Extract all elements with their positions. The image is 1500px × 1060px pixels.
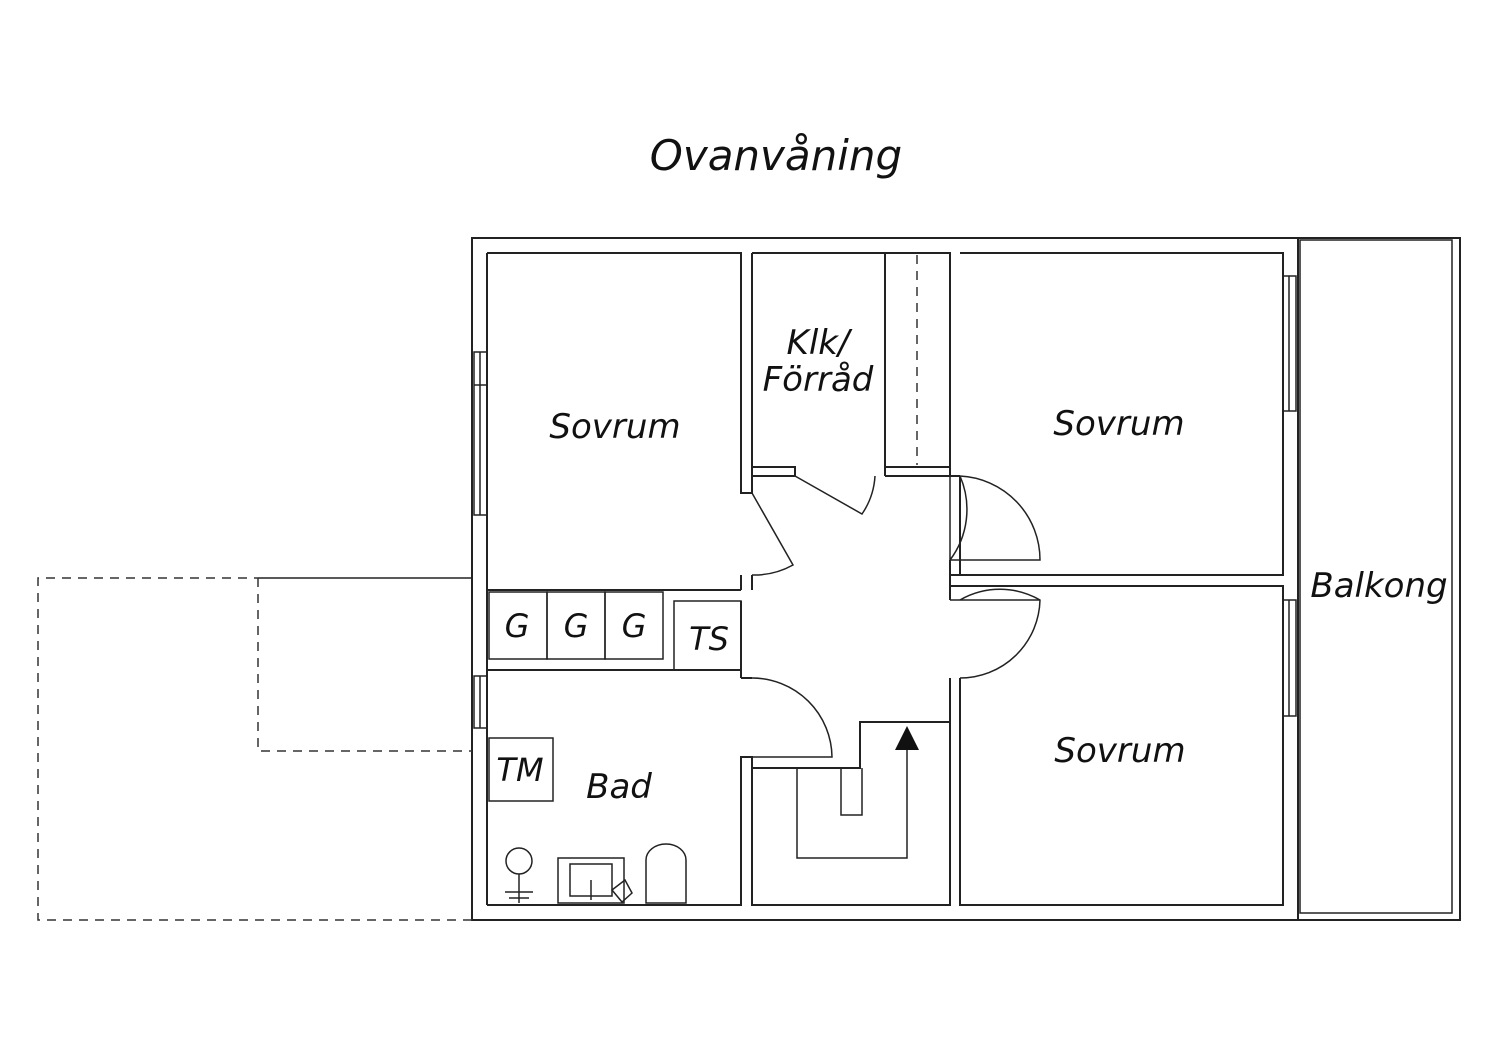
sink-icon <box>557 857 633 904</box>
room-label-bad: Bad <box>586 767 652 807</box>
room-label-forrad: Förråd <box>763 360 874 400</box>
room-label-sovrum-3: Sovrum <box>1054 731 1185 771</box>
stair-arrow-icon <box>895 726 919 750</box>
room-label-sovrum-1: Sovrum <box>549 407 680 447</box>
closet-label-ts: TS <box>689 620 729 658</box>
lower-level-outline <box>37 577 472 921</box>
closet-label-g3: G <box>622 607 647 645</box>
right-bedroom-walls <box>949 252 1284 906</box>
closet-label-g1: G <box>505 607 530 645</box>
balcony-outline <box>1297 237 1461 921</box>
room-label-klk: Klk/ <box>787 323 853 363</box>
closets <box>487 591 742 678</box>
toilet-icon <box>645 843 687 904</box>
stairwell <box>751 721 951 906</box>
door-swings <box>751 475 1041 758</box>
sovrum-1-walls <box>486 252 753 905</box>
window-left-top <box>473 351 488 516</box>
washing-machine <box>488 737 554 802</box>
room-label-sovrum-2: Sovrum <box>1053 404 1184 444</box>
closet-label-g2: G <box>564 607 589 645</box>
room-label-balkong: Balkong <box>1310 566 1447 606</box>
plan-title: Ovanvåning <box>650 131 902 180</box>
bathroom-fixtures <box>488 737 687 904</box>
window-right-bottom <box>1282 599 1297 717</box>
fixture-label-tm: TM <box>496 751 543 789</box>
shower-icon <box>505 847 533 903</box>
window-right-top <box>1282 275 1297 412</box>
window-left-bottom <box>473 675 488 729</box>
